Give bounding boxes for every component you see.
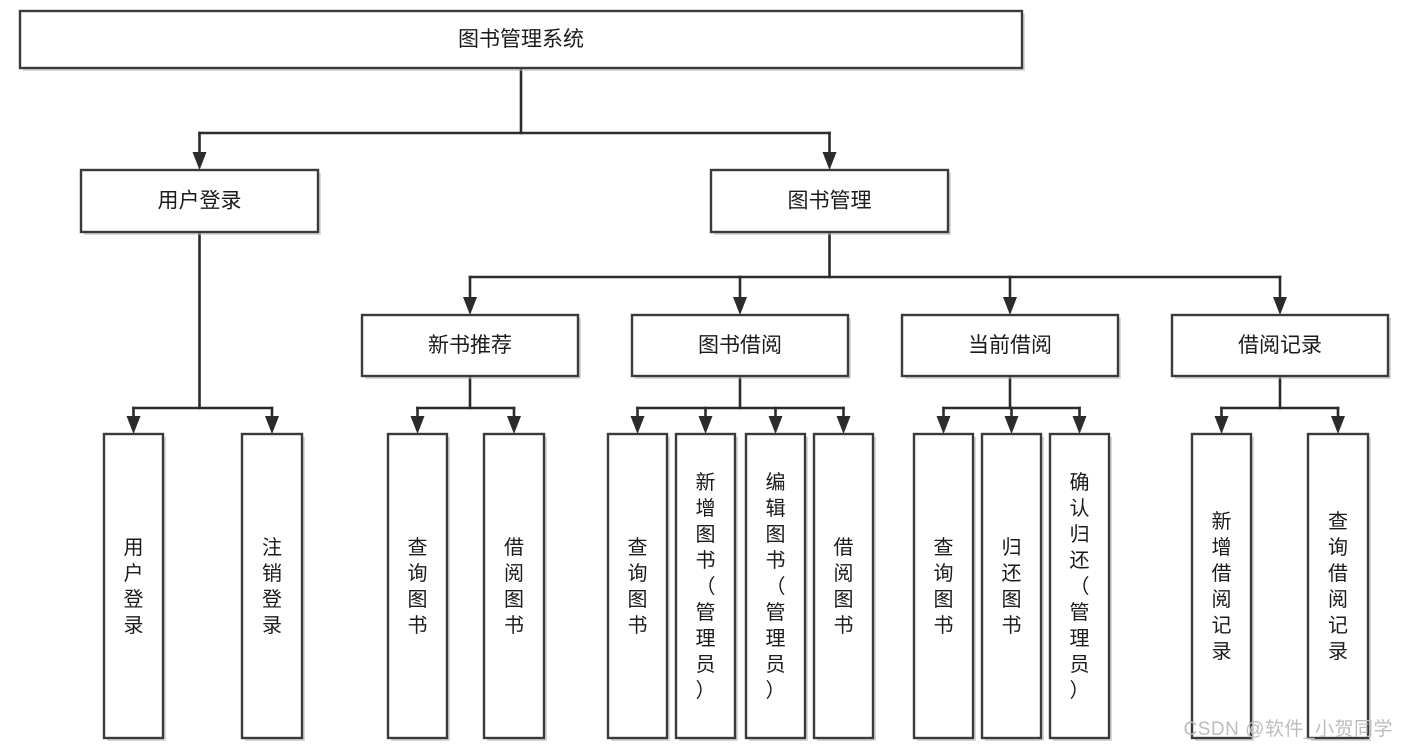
- node-leaf-6-编辑图书管理员[interactable]: 编辑图书（管理员）: [744, 432, 808, 741]
- node-l3-图书借阅-label: 图书借阅: [698, 334, 782, 357]
- node-l3-借阅记录[interactable]: 借阅记录: [1170, 313, 1391, 379]
- node-leaf-4-查询图书-label: 查询图书: [628, 536, 648, 637]
- conn-图书借阅-branch-3-arrowhead: [836, 416, 851, 434]
- conn-root-branch-1-arrowhead: [822, 152, 837, 170]
- node-leaf-9-归还图书[interactable]: 归还图书: [980, 432, 1044, 741]
- node-l2-用户登录-label: 用户登录: [158, 190, 242, 213]
- node-l2-图书管理[interactable]: 图书管理: [709, 168, 951, 235]
- node-leaf-8-查询图书-label: 查询图书: [934, 536, 954, 637]
- node-l2-图书管理-label: 图书管理: [788, 190, 872, 213]
- node-l2-图书管理-rect[interactable]: [709, 168, 950, 234]
- node-l3-借阅记录-rect[interactable]: [1170, 313, 1390, 378]
- node-leaf-2-查询图书-label: 查询图书: [408, 536, 428, 637]
- node-leaf-1-注销登录-label: 注销登录: [262, 536, 282, 637]
- node-l2-用户登录-rect[interactable]: [79, 168, 320, 234]
- conn-bookmgmt-branch-2-arrowhead: [1003, 297, 1017, 315]
- node-leaf-10-确认归还管理员-rect[interactable]: [1048, 432, 1111, 740]
- node-leaf-7-借阅图书[interactable]: 借阅图书: [812, 432, 876, 741]
- connector-layer: [126, 66, 1345, 434]
- conn-图书借阅-branch-0-arrowhead: [630, 416, 645, 434]
- node-leaf-8-查询图书[interactable]: 查询图书: [912, 432, 976, 741]
- node-leaf-1-注销登录-rect[interactable]: [240, 432, 304, 740]
- conn-bookmgmt-branch-1-arrowhead: [733, 297, 747, 315]
- node-leaf-9-归还图书-label: 归还图书: [1002, 536, 1022, 637]
- node-leaf-1-注销登录[interactable]: 注销登录: [240, 432, 305, 741]
- node-l3-当前借阅-label: 当前借阅: [968, 334, 1052, 357]
- node-l3-借阅记录-label: 借阅记录: [1238, 334, 1322, 357]
- node-leaf-2-查询图书[interactable]: 查询图书: [386, 432, 450, 741]
- node-root-图书管理系统-rect[interactable]: [18, 9, 1024, 70]
- node-l3-图书借阅-rect[interactable]: [630, 313, 850, 378]
- node-leaf-3-借阅图书-rect[interactable]: [482, 432, 546, 740]
- node-leaf-11-新增借阅记录-label: 新增借阅记录: [1212, 510, 1232, 663]
- node-leaf-7-借阅图书-label: 借阅图书: [834, 536, 854, 637]
- conn-bookmgmt-branch-0-arrowhead: [463, 297, 477, 315]
- conn-bookmgmt-branch-3-arrowhead: [1273, 297, 1287, 315]
- node-leaf-11-新增借阅记录-rect[interactable]: [1190, 432, 1253, 740]
- node-leaf-0-用户登录[interactable]: 用户登录: [102, 432, 166, 741]
- conn-userlogin-branch-0-arrowhead: [126, 416, 141, 434]
- node-leaf-10-确认归还管理员-label: 确认归还（管理员）: [1070, 471, 1090, 702]
- conn-借阅记录-branch-1-arrowhead: [1331, 416, 1345, 434]
- node-root-图书管理系统-label: 图书管理系统: [458, 28, 584, 51]
- node-leaf-3-借阅图书-label: 借阅图书: [504, 536, 524, 637]
- conn-当前借阅-branch-0-arrowhead: [936, 416, 951, 434]
- node-l3-当前借阅[interactable]: 当前借阅: [900, 313, 1121, 379]
- node-leaf-3-借阅图书[interactable]: 借阅图书: [482, 432, 547, 741]
- conn-当前借阅-branch-2-arrowhead: [1072, 416, 1087, 434]
- node-leaf-2-查询图书-rect[interactable]: [386, 432, 449, 740]
- node-l3-新书推荐-label: 新书推荐: [428, 334, 512, 357]
- conn-图书借阅-branch-1-arrowhead: [698, 416, 713, 434]
- conn-当前借阅-branch-1-arrowhead: [1004, 416, 1019, 434]
- conn-userlogin-branch-1-arrowhead: [265, 416, 279, 434]
- conn-借阅记录-branch-0-arrowhead: [1214, 416, 1229, 434]
- node-leaf-9-归还图书-rect[interactable]: [980, 432, 1043, 740]
- node-root-图书管理系统[interactable]: 图书管理系统: [18, 9, 1025, 71]
- node-leaf-5-新增图书管理员-label: 新增图书（管理员）: [696, 471, 716, 702]
- node-leaf-12-查询借阅记录[interactable]: 查询借阅记录: [1306, 432, 1371, 741]
- node-l3-新书推荐-rect[interactable]: [360, 313, 580, 378]
- node-l3-图书借阅[interactable]: 图书借阅: [630, 313, 851, 379]
- conn-root-branch-0-arrowhead: [192, 152, 207, 170]
- node-layer: 图书管理系统用户登录图书管理新书推荐图书借阅当前借阅借阅记录用户登录注销登录查询…: [18, 9, 1391, 741]
- node-leaf-6-编辑图书管理员-label: 编辑图书（管理员）: [766, 471, 786, 702]
- node-leaf-4-查询图书[interactable]: 查询图书: [606, 432, 670, 741]
- node-leaf-5-新增图书管理员[interactable]: 新增图书（管理员）: [674, 432, 738, 741]
- node-l3-当前借阅-rect[interactable]: [900, 313, 1120, 378]
- node-leaf-11-新增借阅记录[interactable]: 新增借阅记录: [1190, 432, 1254, 741]
- node-leaf-5-新增图书管理员-rect[interactable]: [674, 432, 737, 740]
- node-leaf-6-编辑图书管理员-rect[interactable]: [744, 432, 807, 740]
- conn-新书推荐-branch-0-arrowhead: [410, 416, 425, 434]
- conn-新书推荐-branch-1-arrowhead: [507, 416, 521, 434]
- node-leaf-0-用户登录-label: 用户登录: [124, 537, 144, 637]
- node-l2-用户登录[interactable]: 用户登录: [79, 168, 321, 235]
- node-leaf-10-确认归还管理员[interactable]: 确认归还（管理员）: [1048, 432, 1112, 741]
- node-leaf-12-查询借阅记录-rect[interactable]: [1306, 432, 1370, 740]
- node-l3-新书推荐[interactable]: 新书推荐: [360, 313, 581, 379]
- node-leaf-7-借阅图书-rect[interactable]: [812, 432, 875, 740]
- node-leaf-0-用户登录-rect[interactable]: [102, 432, 165, 740]
- node-leaf-8-查询图书-rect[interactable]: [912, 432, 975, 740]
- node-leaf-12-查询借阅记录-label: 查询借阅记录: [1328, 510, 1348, 663]
- node-leaf-4-查询图书-rect[interactable]: [606, 432, 669, 740]
- conn-图书借阅-branch-2-arrowhead: [768, 416, 783, 434]
